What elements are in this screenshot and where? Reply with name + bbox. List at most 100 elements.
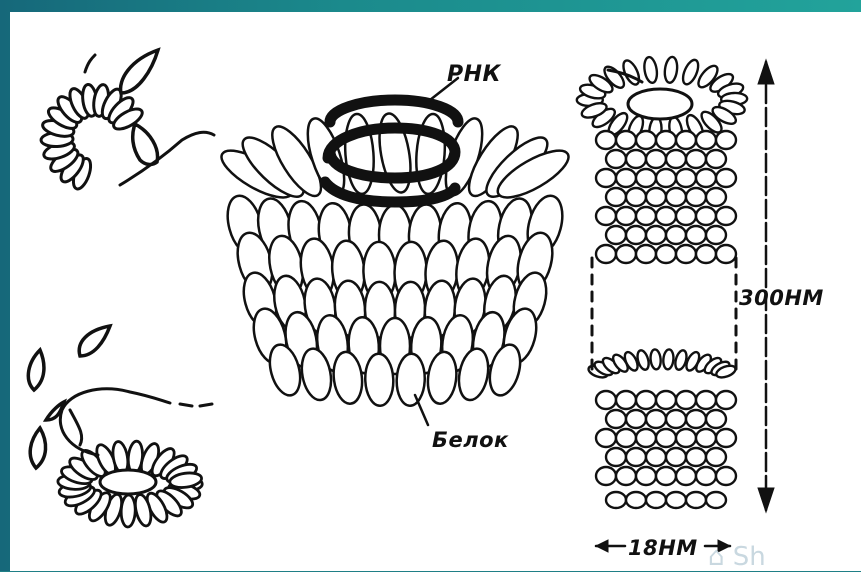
protein-subunit <box>666 226 686 244</box>
protein-subunit <box>636 169 656 187</box>
protein-subunit <box>663 56 678 83</box>
protein-subunit <box>636 429 656 447</box>
protein-subunit <box>643 56 659 84</box>
protein-subunit <box>616 131 636 149</box>
protein-subunit <box>626 188 646 206</box>
protein-subunit <box>706 410 726 428</box>
protein-subunit <box>606 226 626 244</box>
protein-subunit <box>616 169 636 187</box>
protein-subunit <box>696 391 716 409</box>
protein-subunit <box>121 495 136 527</box>
rod-top-opening <box>628 89 692 119</box>
protein-label: Белок <box>432 428 509 452</box>
protein-subunit <box>706 226 726 244</box>
protein-subunit <box>676 429 696 447</box>
protein-subunit <box>666 410 686 428</box>
protein-subunit <box>656 391 676 409</box>
protein-subunit <box>686 150 706 168</box>
protein-subunit <box>636 391 656 409</box>
protein-subunit <box>596 207 616 225</box>
protein-subunit <box>686 188 706 206</box>
protein-subunit <box>676 391 696 409</box>
protein-subunit <box>676 131 696 149</box>
protein-subunit <box>706 448 726 466</box>
protein-subunit <box>716 245 736 263</box>
protein-subunit <box>676 467 696 485</box>
diameter-label: 18НМ <box>628 536 698 560</box>
protein-subunit <box>626 410 646 428</box>
protein-subunit <box>396 353 426 406</box>
protein-subunit <box>606 492 626 508</box>
protein-subunit <box>596 131 616 149</box>
protein-subunit <box>656 467 676 485</box>
complete-subunit-disc <box>57 440 202 527</box>
protein-subunit <box>696 245 716 263</box>
protein-subunit <box>606 150 626 168</box>
protein-subunit <box>676 245 696 263</box>
partial-subunit-disc <box>41 84 146 192</box>
protein-subunit <box>662 349 674 370</box>
disc-center-hole <box>100 470 156 494</box>
protein-subunit <box>706 150 726 168</box>
protein-subunit <box>606 410 626 428</box>
protein-subunit <box>636 245 656 263</box>
watermark: ⌂ Sh <box>708 542 766 572</box>
protein-subunit <box>696 169 716 187</box>
protein-subunit <box>716 429 736 447</box>
protein-subunit <box>686 492 706 508</box>
protein-subunit <box>716 207 736 225</box>
protein-subunit <box>606 448 626 466</box>
protein-subunit <box>636 131 656 149</box>
protein-subunit <box>656 169 676 187</box>
protein-pointer <box>415 395 428 425</box>
protein-subunit <box>596 467 616 485</box>
protein-subunit <box>686 448 706 466</box>
length-label: 300НМ <box>739 286 824 310</box>
protein-subunit <box>606 188 626 206</box>
assembling-capsid <box>215 111 575 406</box>
protein-subunit <box>696 467 716 485</box>
protein-subunit <box>696 207 716 225</box>
protein-subunit <box>616 207 636 225</box>
protein-subunit <box>676 169 696 187</box>
protein-subunit <box>666 150 686 168</box>
protein-subunit <box>616 467 636 485</box>
protein-subunit <box>364 353 394 406</box>
protein-subunit <box>626 492 646 508</box>
protein-subunit <box>666 188 686 206</box>
protein-subunit <box>650 349 662 370</box>
protein-subunit <box>656 429 676 447</box>
protein-subunit <box>596 391 616 409</box>
protein-subunit <box>646 410 666 428</box>
protein-subunit <box>716 169 736 187</box>
protein-subunit <box>676 207 696 225</box>
protein-subunit <box>656 245 676 263</box>
protein-subunit <box>596 245 616 263</box>
protein-subunit <box>626 226 646 244</box>
protein-subunit <box>686 226 706 244</box>
protein-subunit <box>696 131 716 149</box>
protein-subunit <box>716 131 736 149</box>
protein-subunit <box>616 391 636 409</box>
protein-subunit <box>646 150 666 168</box>
rna-label: РНК <box>447 62 501 87</box>
protein-subunit <box>696 429 716 447</box>
protein-subunit <box>656 131 676 149</box>
protein-subunit <box>636 207 656 225</box>
protein-subunit <box>646 188 666 206</box>
protein-subunit <box>646 492 666 508</box>
protein-subunit <box>596 169 616 187</box>
protein-subunit <box>596 429 616 447</box>
protein-subunit <box>706 492 726 508</box>
protein-subunit <box>626 448 646 466</box>
protein-subunit <box>646 226 666 244</box>
protein-subunit <box>616 429 636 447</box>
virus-rod <box>577 56 748 508</box>
protein-subunit <box>666 492 686 508</box>
protein-subunit <box>666 448 686 466</box>
protein-subunit <box>716 391 736 409</box>
protein-subunit <box>636 467 656 485</box>
protein-subunit <box>706 188 726 206</box>
protein-subunit <box>686 410 706 428</box>
